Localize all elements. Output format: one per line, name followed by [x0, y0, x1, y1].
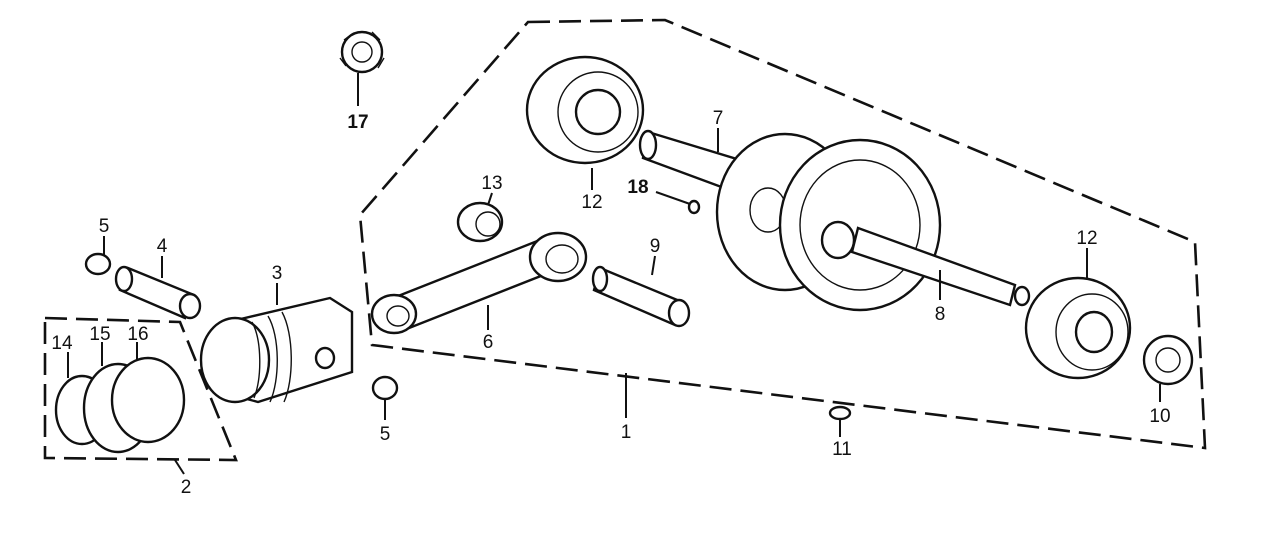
shaft-8 [850, 226, 1031, 307]
crank-pin-9 [591, 265, 691, 328]
piston-pin-4 [114, 265, 202, 320]
circlip-5-right [371, 375, 399, 401]
connecting-rod-6 [370, 231, 588, 335]
callout-6: 6 [483, 332, 494, 353]
piston-3 [199, 296, 354, 404]
callout-11: 11 [832, 439, 852, 460]
callout-9: 9 [650, 236, 661, 257]
callout-15: 15 [89, 324, 110, 345]
crankshaft-assembly-outline [358, 18, 1207, 450]
callout-16: 16 [127, 324, 148, 345]
crankshaft-7 [638, 129, 942, 312]
leader-lines [67, 73, 1161, 475]
nut-10 [1142, 334, 1194, 386]
piston-ring-16 [110, 356, 186, 444]
callout-18: 18 [627, 177, 648, 198]
callout-12-top: 12 [581, 192, 602, 213]
callout-4: 4 [157, 236, 168, 257]
callout-17: 17 [347, 112, 368, 133]
callout-2: 2 [181, 477, 192, 498]
bearing-12-right [1024, 276, 1132, 380]
callout-12-right: 12 [1076, 228, 1097, 249]
piston-ring-set-outline [43, 316, 238, 462]
callout-10: 10 [1149, 406, 1170, 427]
callout-3: 3 [272, 263, 283, 284]
bearing-12-top [525, 55, 645, 165]
nut-17 [339, 30, 385, 74]
key-18 [687, 199, 701, 215]
needle-bearing-13 [456, 201, 504, 243]
key-11 [828, 405, 852, 421]
callout-8: 8 [935, 304, 946, 325]
callout-1: 1 [621, 422, 632, 443]
callout-5-right: 5 [380, 424, 391, 445]
callout-7: 7 [713, 108, 724, 129]
callout-14: 14 [51, 333, 73, 354]
callout-13: 13 [481, 173, 502, 194]
callout-5-left: 5 [99, 216, 110, 237]
circlip-5-left [84, 252, 112, 276]
